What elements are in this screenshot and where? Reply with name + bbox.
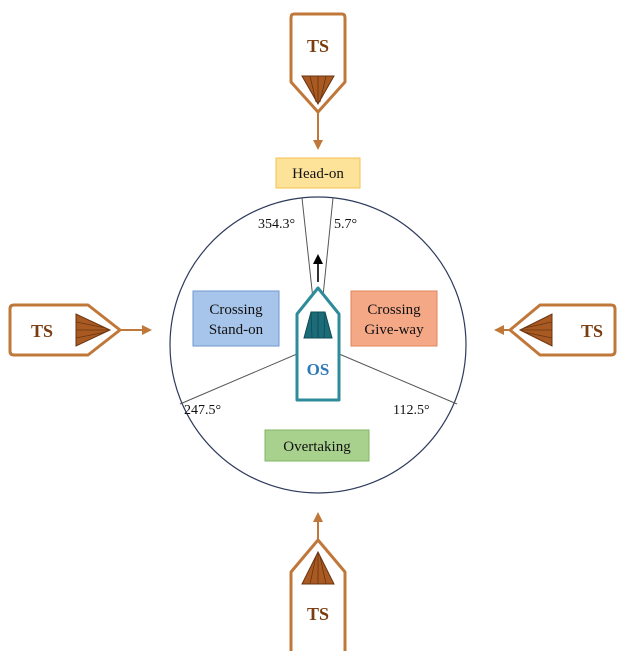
svg-text:Overtaking: Overtaking — [283, 439, 351, 455]
sector-line-247 — [179, 344, 319, 405]
target-ship-left: TS — [8, 303, 152, 357]
own-ship-label: OS — [307, 360, 330, 379]
svg-text:Crossing: Crossing — [209, 302, 263, 318]
target-ship-bottom-label: TS — [307, 604, 329, 624]
overtaking-label: Overtaking — [264, 429, 370, 462]
svg-text:Crossing: Crossing — [367, 302, 421, 318]
angle-label-5: 5.7° — [334, 217, 357, 232]
crossing-giveway-label: Crossing Give-way — [350, 290, 438, 347]
target-ship-bottom: TS — [289, 512, 347, 651]
sector-line-112 — [317, 344, 458, 405]
head-on-label: Head-on — [275, 157, 361, 189]
target-ship-right-label: TS — [581, 321, 603, 341]
crossing-standon-label: Crossing Stand-on — [192, 290, 280, 347]
target-ship-top-label: TS — [307, 36, 329, 56]
own-ship: OS — [295, 286, 341, 402]
svg-text:Stand-on: Stand-on — [209, 322, 264, 338]
angle-label-354: 354.3° — [258, 217, 295, 232]
target-ship-top: TS — [289, 12, 347, 150]
angle-label-112: 112.5° — [393, 403, 430, 418]
svg-text:Give-way: Give-way — [364, 322, 424, 338]
target-ship-right: TS — [494, 303, 617, 357]
angle-label-247: 247.5° — [184, 403, 221, 418]
target-ship-left-label: TS — [31, 321, 53, 341]
svg-text:Head-on: Head-on — [292, 166, 344, 182]
